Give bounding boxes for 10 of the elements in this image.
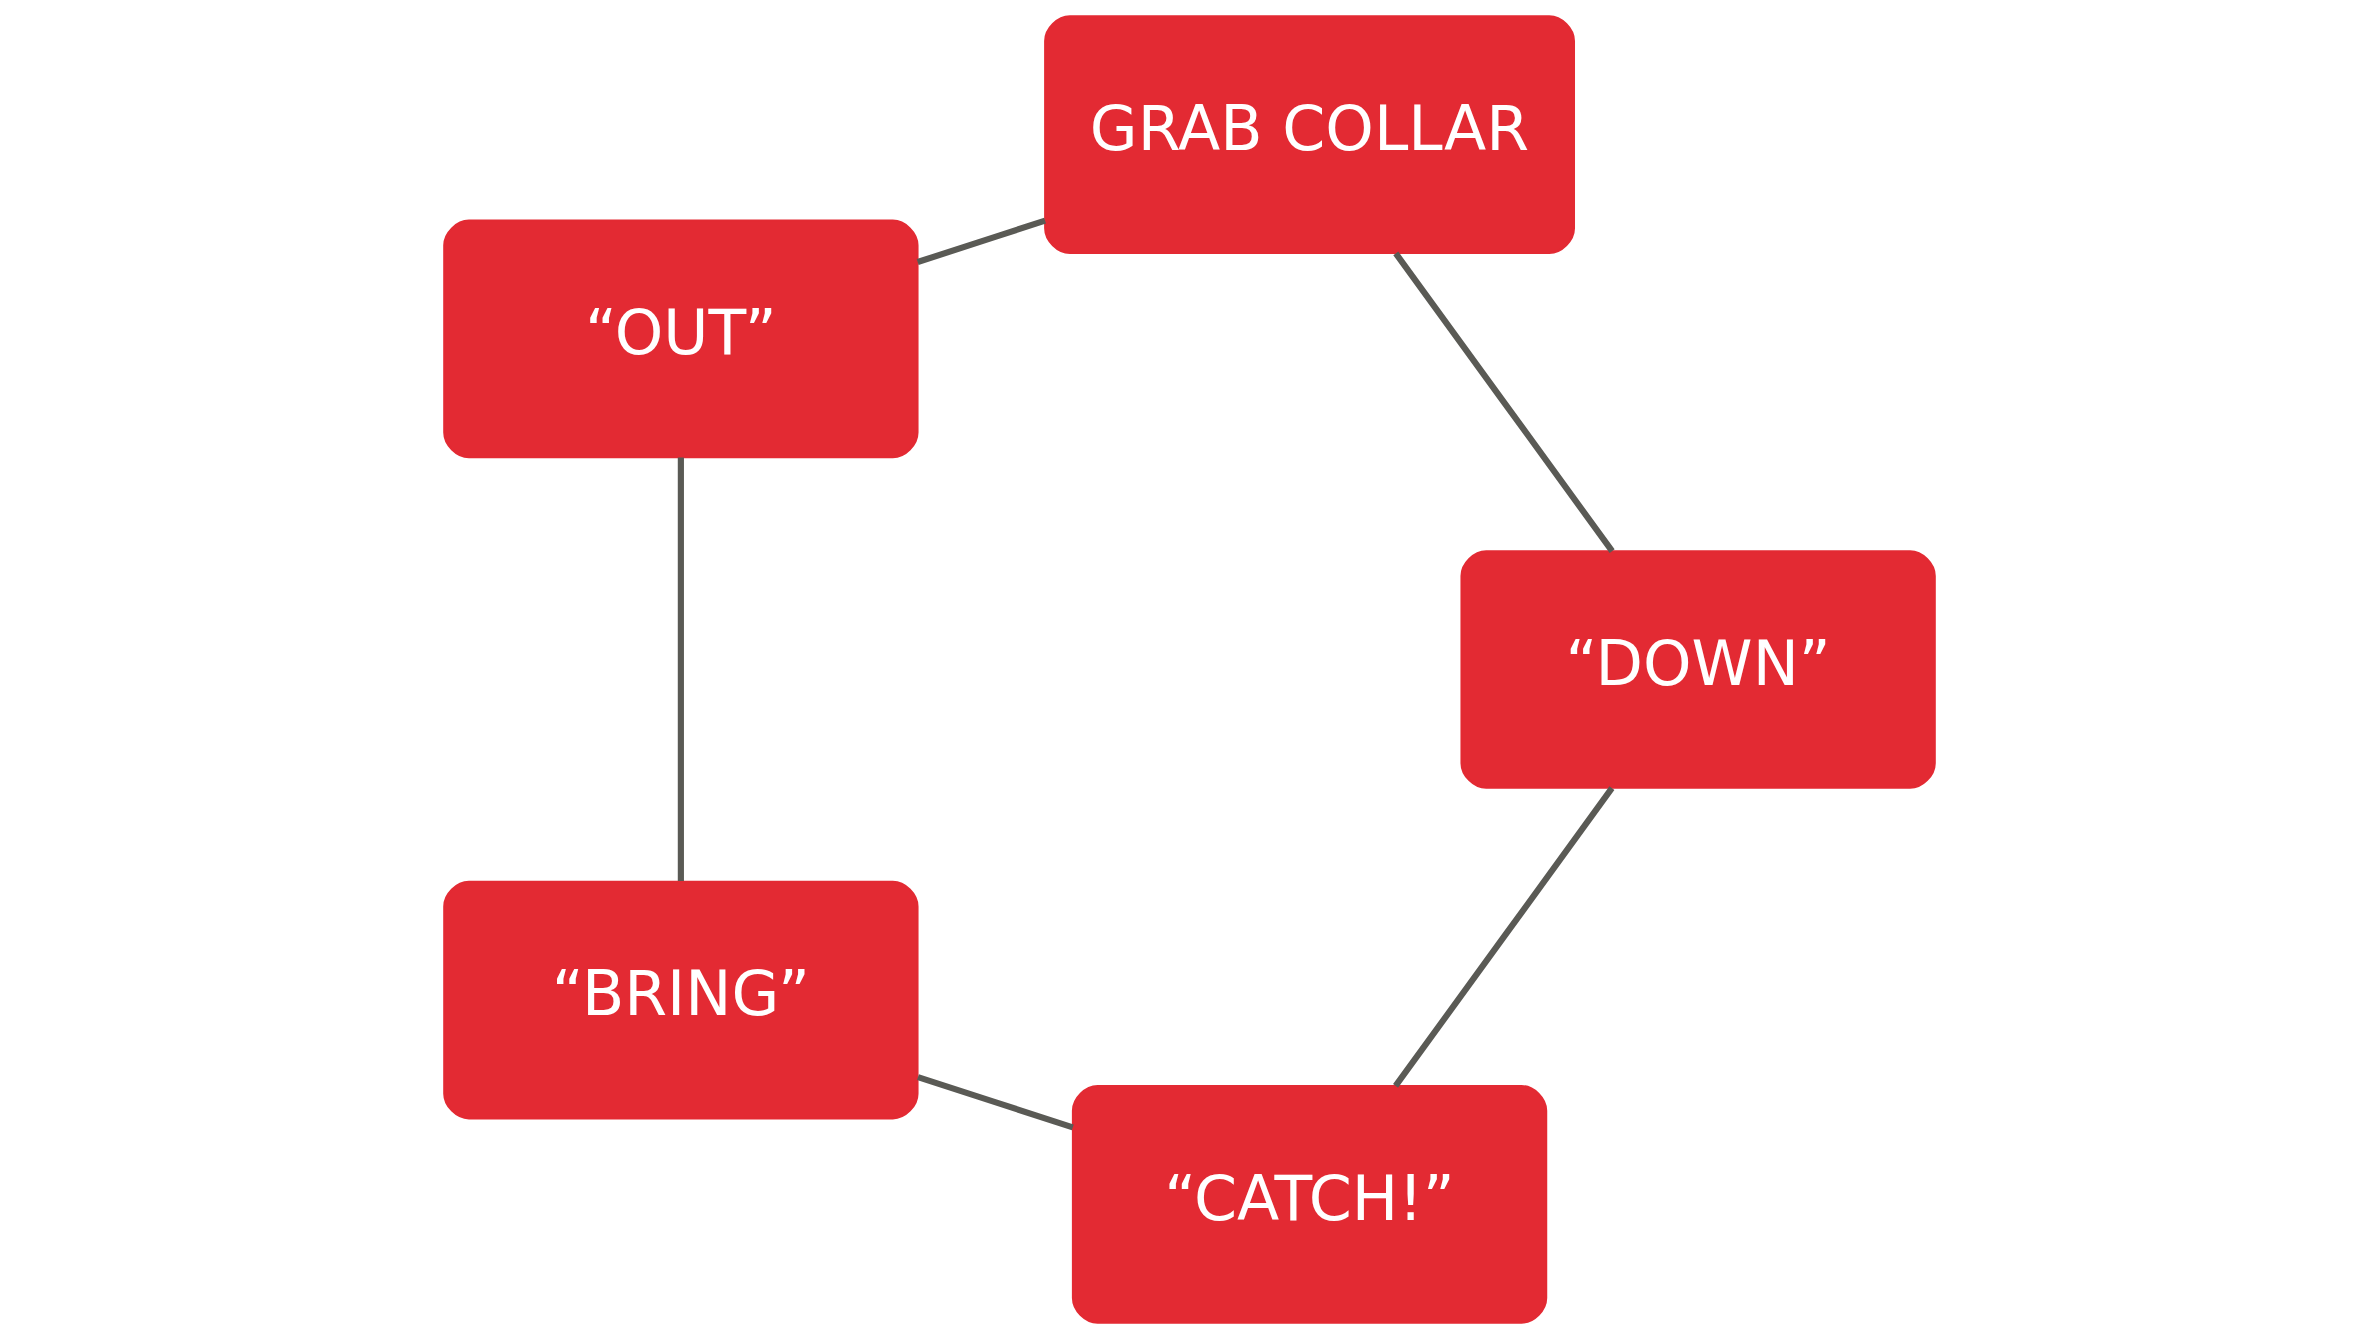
connector [1392, 786, 1614, 1088]
node-box: “CATCH!” [1071, 1084, 1547, 1324]
node-box: “OUT” [442, 219, 919, 459]
node-box: “DOWN” [1459, 550, 1936, 789]
node-box: GRAB COLLAR [1043, 15, 1575, 255]
node-box: “BRING” [442, 880, 919, 1120]
connector [916, 1074, 1074, 1131]
connector [677, 457, 684, 882]
connector [916, 217, 1046, 265]
connector [1392, 251, 1615, 553]
